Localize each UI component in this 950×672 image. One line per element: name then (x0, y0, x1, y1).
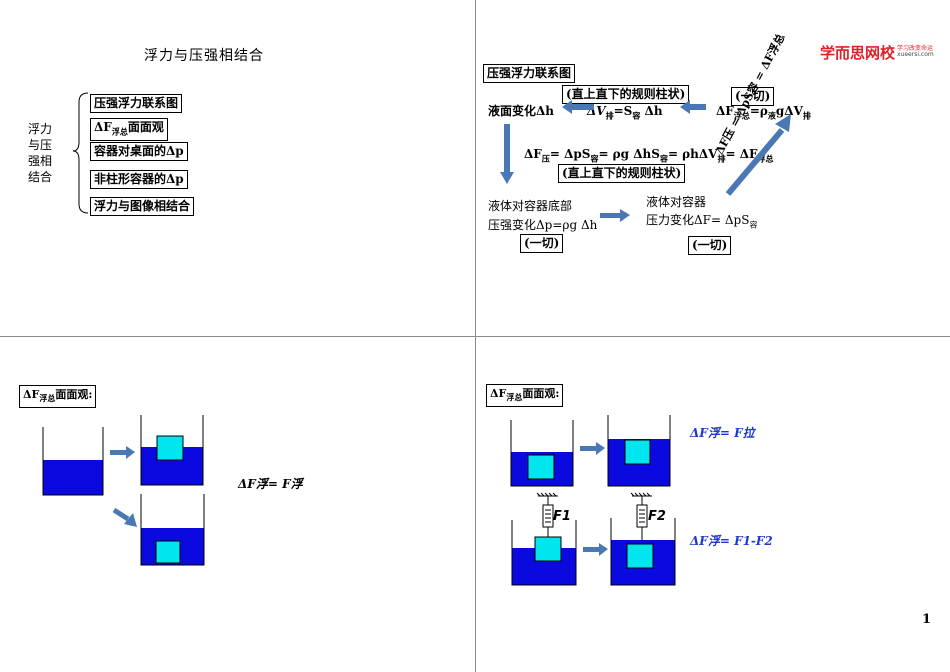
formula-part: =S (613, 104, 633, 118)
container-floating-block (140, 415, 204, 486)
slide4-header: ΔF浮总面面观: (486, 384, 564, 408)
box-all-left: (一切) (520, 234, 564, 253)
container-sunk-block (140, 494, 205, 566)
container-partial-2 (607, 415, 671, 487)
formula-sub: 浮总 (757, 153, 774, 164)
header-sub: 浮总 (39, 393, 56, 404)
formula-part: = ΔpS (549, 147, 591, 161)
item-sub: 浮总 (111, 126, 128, 137)
label-f2: F2 (648, 509, 666, 524)
slide4-formula-bottom: ΔF浮= F1-F2 (690, 534, 773, 548)
formula-sub: 排 (802, 110, 811, 121)
formula-part: = ρg ΔhS (598, 147, 660, 161)
formula-part: =ρ (749, 104, 768, 118)
formula-sub: 容 (590, 153, 599, 164)
formula-part: 压力变化ΔF= ΔpS (646, 213, 750, 227)
arrow-icon (600, 209, 630, 222)
brace-label-line: 与压 (28, 138, 53, 152)
formula-part: ΔF (524, 147, 542, 161)
logo: 学而思网校 学习改变命运 xueersi.com (820, 42, 934, 63)
slide3-header: ΔF浮总面面观: (19, 385, 97, 409)
header-text: ΔF (23, 388, 40, 401)
brace-label-line: 结合 (28, 170, 53, 184)
box-straight-top: (直上直下的规则柱状) (562, 85, 690, 104)
arrow-icon (112, 507, 137, 527)
header-sub: 浮总 (506, 392, 523, 403)
box-straight-mid: (直上直下的规则柱状) (558, 164, 686, 183)
header-text: 面面观: (522, 387, 560, 400)
header-text: ΔF (490, 387, 507, 400)
horizontal-divider (0, 336, 950, 337)
brace-label-line: 浮力 (28, 122, 53, 136)
brace-label-line: 强相 (28, 154, 53, 168)
bottom-right-1: 液体对容器 (646, 195, 707, 209)
slide3-formula: ΔF浮= F浮 (238, 477, 303, 491)
box-all-top: (一切) (731, 87, 775, 106)
formula-sub: 容 (749, 220, 758, 230)
arrow-icon (583, 543, 608, 556)
bottom-right-2: 压力变化ΔF= ΔpS容 (646, 212, 757, 233)
diagonal-formula: ΔF压 = ΔpS容 = ΔF浮总 (712, 31, 788, 157)
formula-sub: 排 (717, 153, 726, 164)
formula-part: ΔV (587, 104, 606, 118)
bottom-left-1: 液体对容器底部 (488, 199, 573, 213)
formula-sub: 容 (659, 153, 668, 164)
container-hanging-2 (610, 518, 676, 586)
container-partial (510, 420, 574, 487)
item-text: ΔF (94, 120, 112, 134)
title-box: 压强浮力联系图 (483, 64, 576, 83)
item-delta-f-float[interactable]: ΔF浮总面面观 (90, 118, 168, 142)
header-text: 面面观: (55, 388, 93, 401)
item-non-columnar-dp[interactable]: 非柱形容器的Δp (90, 170, 188, 189)
logo-main: 学而思网校 (820, 44, 896, 62)
formula-sub: 压 (541, 153, 550, 164)
logo-sub2: xueersi.com (897, 51, 934, 58)
liquid-change: 液面变化Δh (488, 104, 555, 118)
label-f1: F1 (553, 509, 571, 524)
formula-part: Δh (640, 104, 663, 118)
slide1-title: 浮力与压强相结合 (144, 48, 264, 64)
container-empty (42, 427, 104, 496)
slide4-formula-top: ΔF浮= F拉 (690, 426, 755, 440)
item-buoyancy-graph[interactable]: 浮力与图像相结合 (90, 197, 195, 216)
dv-formula: ΔV排=S容 Δh (587, 103, 663, 123)
item-pressure-buoyancy-map[interactable]: 压强浮力联系图 (90, 94, 183, 113)
formula-sub: 液 (767, 110, 776, 121)
formula-part: = ρhΔV (667, 147, 718, 161)
arrow-icon (580, 442, 605, 455)
formula-sub: 浮总 (733, 110, 750, 121)
container-hanging-1 (511, 520, 577, 586)
bottom-left-2: 压强变化Δp=ρg Δh (488, 218, 598, 232)
item-container-table-dp[interactable]: 容器对桌面的Δp (90, 142, 188, 161)
formula-sub: 排 (605, 110, 614, 121)
arrow-icon (500, 124, 514, 184)
arrow-icon (110, 446, 135, 459)
logo-sub1: 学习改变命运 (897, 45, 934, 52)
item-text: 面面观 (127, 120, 164, 134)
formula-part: gΔV (775, 104, 803, 118)
formula-sub: 容 (632, 110, 641, 121)
page-number: 1 (922, 612, 932, 627)
box-all-right: (一切) (688, 236, 732, 255)
brace-label: 浮力 与压 强相 结合 (28, 121, 52, 185)
formula-part: ΔF (716, 104, 734, 118)
